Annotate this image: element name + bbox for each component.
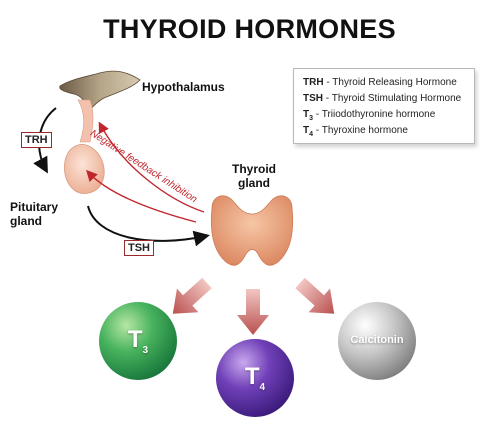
tsh-box: TSH bbox=[124, 240, 154, 256]
flow-arrow-t4 bbox=[237, 289, 269, 335]
feedback-arrow-inner bbox=[86, 169, 197, 223]
legend-row-t3: T3 - Triiodothyronine hormone bbox=[303, 109, 436, 122]
pituitary-shape bbox=[64, 144, 105, 194]
pituitary-label: Pituitary gland bbox=[10, 200, 58, 228]
legend-box: TRH - Thyroid Releasing Hormone TSH - Th… bbox=[293, 68, 475, 144]
pituitary-stalk bbox=[77, 99, 94, 143]
thyroid-shape bbox=[210, 195, 294, 266]
t4-sphere bbox=[216, 339, 294, 417]
trh-box: TRH bbox=[21, 132, 52, 148]
legend-row-trh: TRH - Thyroid Releasing Hormone bbox=[303, 77, 457, 88]
pituitary-label-line2: gland bbox=[10, 214, 42, 228]
hypothalamus-shape bbox=[59, 70, 141, 113]
t3-sphere bbox=[99, 302, 177, 380]
calcitonin-sphere bbox=[338, 302, 416, 380]
calcitonin-label: Calcitonin bbox=[350, 334, 404, 346]
thyroid-label-line1: Thyroid bbox=[232, 162, 276, 176]
legend-row-t4: T4 - Thyroxine hormone bbox=[303, 125, 408, 138]
page-title: THYROID HORMONES bbox=[103, 14, 396, 44]
flow-arrow-calcitonin bbox=[295, 277, 335, 314]
thyroid-label: Thyroid gland bbox=[232, 162, 276, 190]
tsh-arrow bbox=[87, 205, 210, 247]
t4-label: T4 bbox=[244, 363, 266, 393]
feedback-arrow-outer bbox=[98, 121, 205, 213]
legend-row-tsh: TSH - Thyroid Stimulating Hormone bbox=[303, 93, 462, 104]
pituitary-label-line1: Pituitary bbox=[10, 200, 59, 214]
hypothalamus-label: Hypothalamus bbox=[142, 80, 225, 94]
t3-label: T3 bbox=[127, 326, 149, 356]
thyroid-label-line2: gland bbox=[238, 176, 270, 190]
flow-arrow-t3 bbox=[172, 277, 212, 314]
